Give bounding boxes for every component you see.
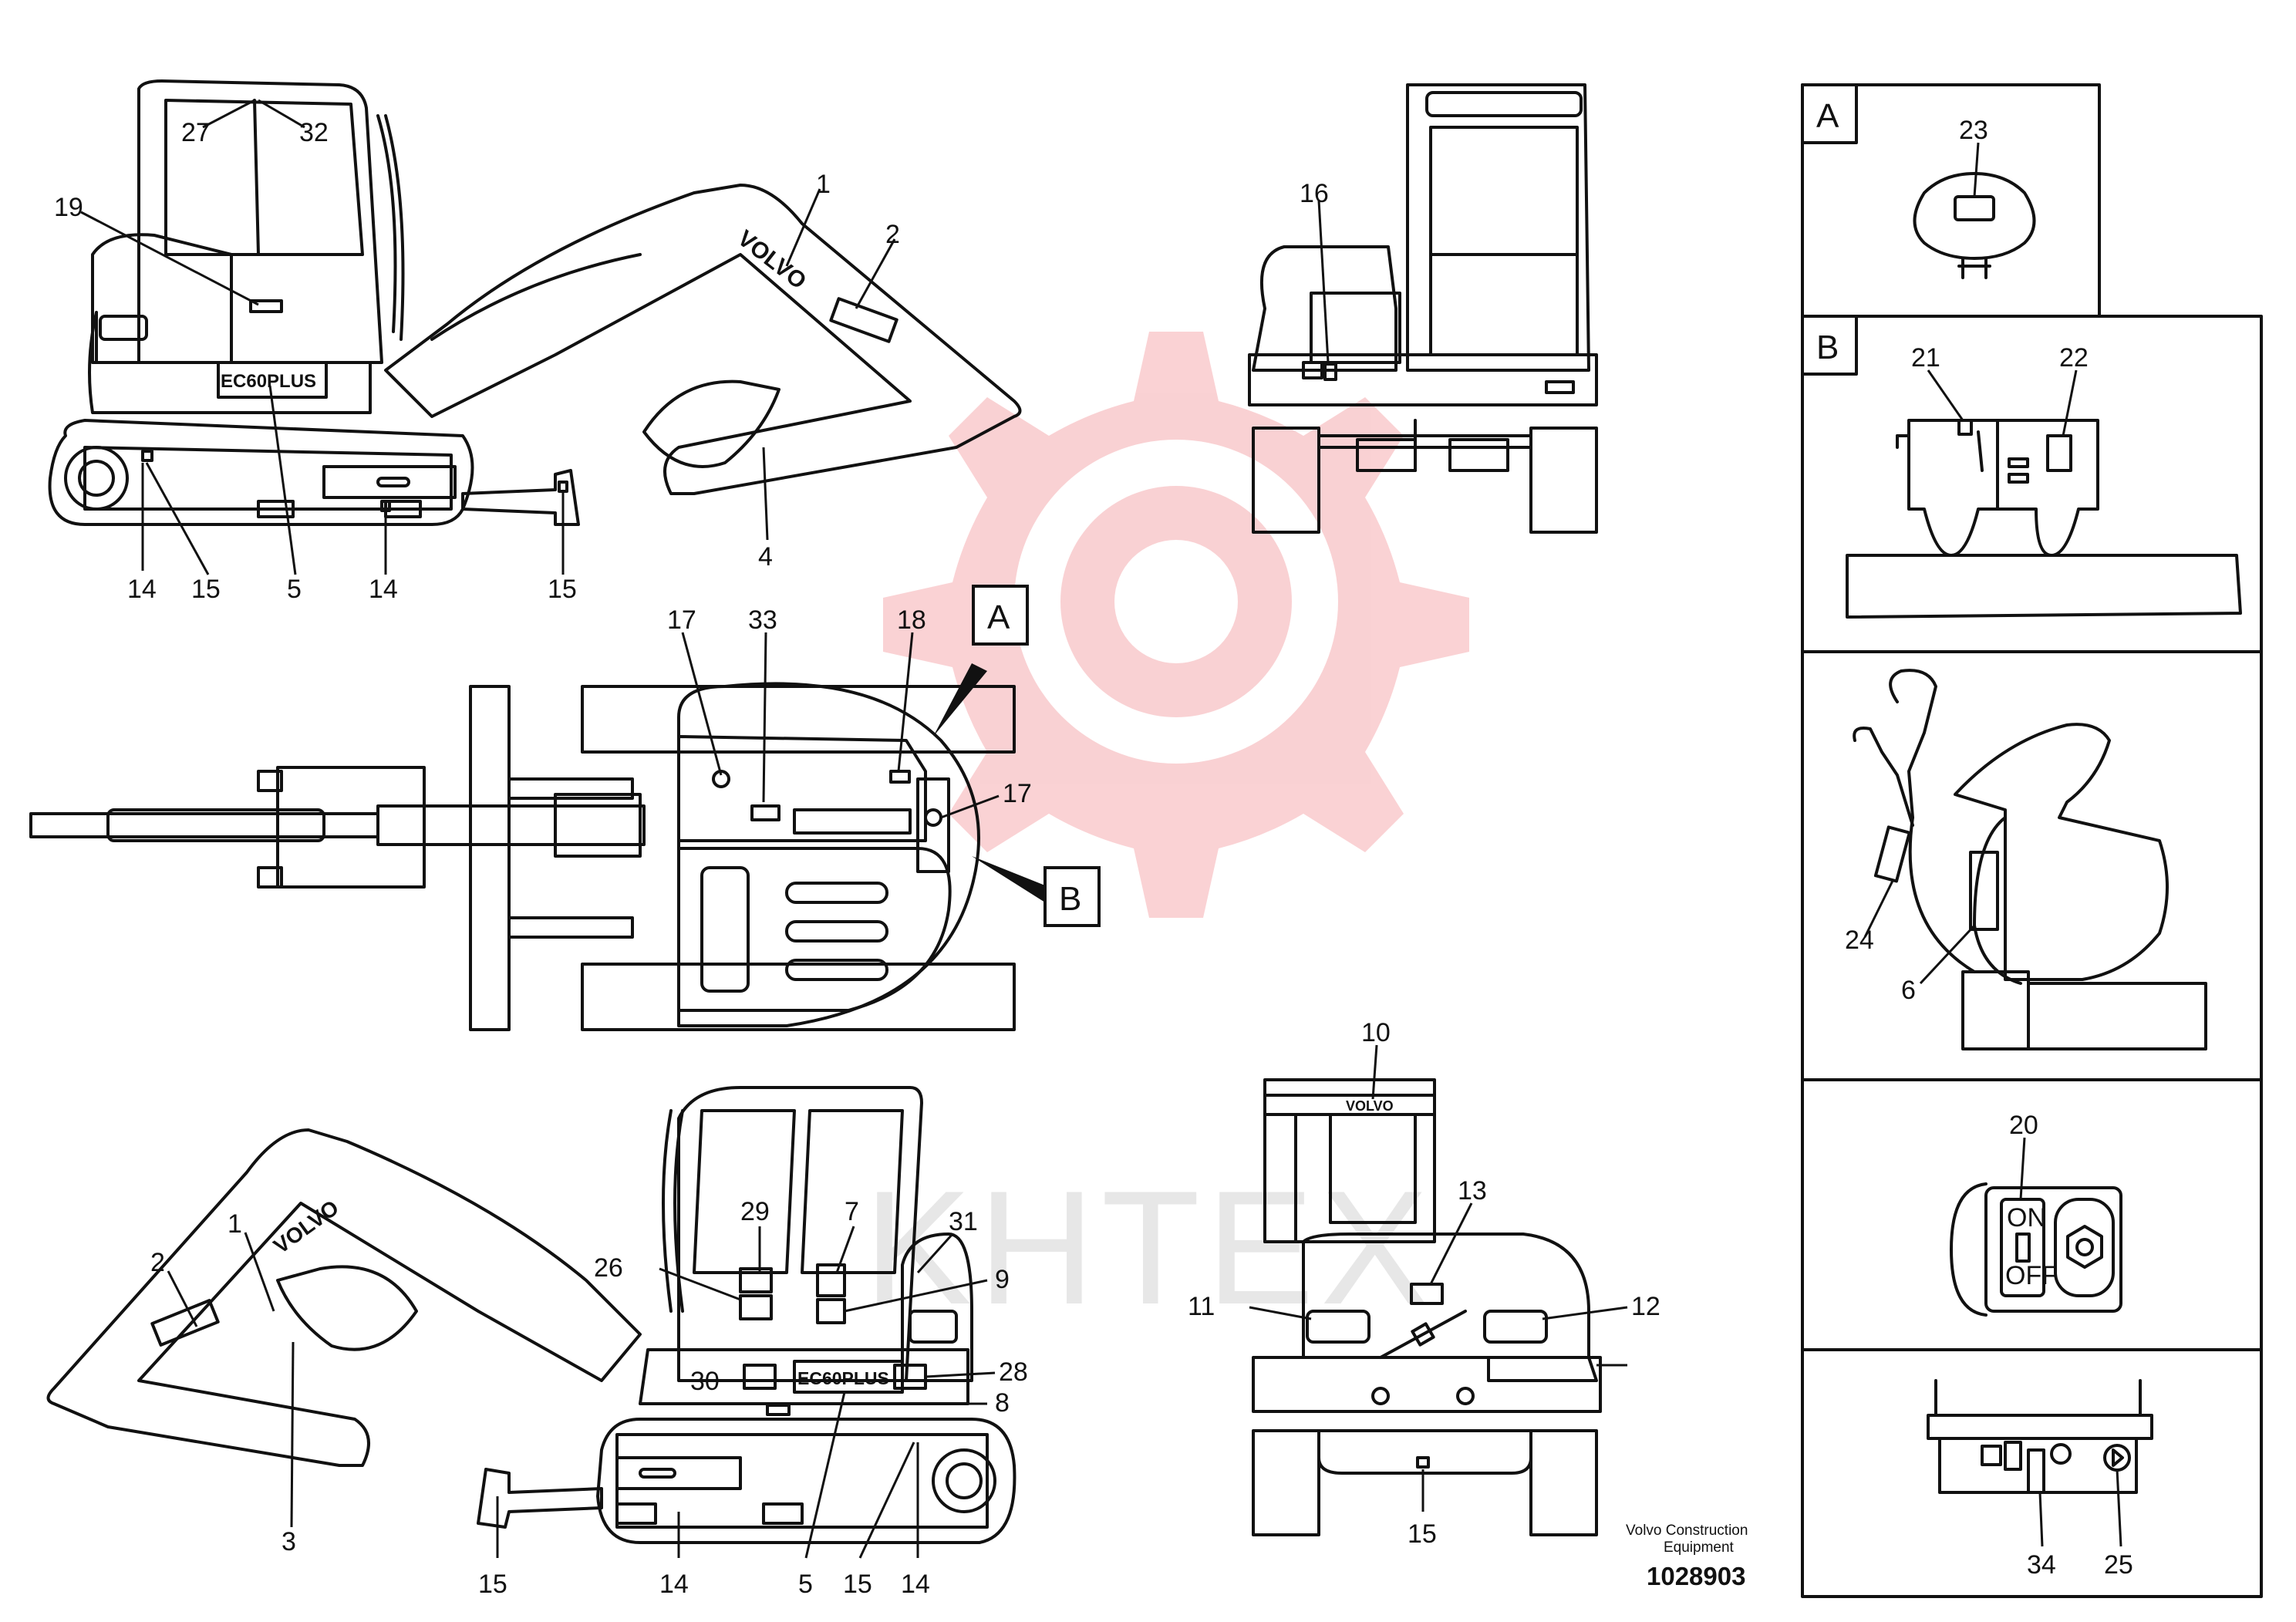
callout-22: 22 bbox=[2059, 343, 2089, 373]
callout-10: 10 bbox=[1361, 1018, 1391, 1047]
pointer-label-b: B bbox=[1059, 880, 1081, 918]
callout-30: 30 bbox=[690, 1367, 720, 1396]
callout-20: 20 bbox=[2009, 1111, 2038, 1140]
side-view-right: EC60PLUS VOLVO bbox=[46, 1086, 1017, 1544]
callout-23: 23 bbox=[1959, 116, 1988, 145]
callout-16: 16 bbox=[1300, 179, 1329, 208]
callout-18: 18 bbox=[897, 605, 926, 635]
callout-15: 15 bbox=[1408, 1519, 1437, 1549]
leaders-side-left bbox=[80, 99, 896, 575]
callout-6: 6 bbox=[1901, 976, 1916, 1005]
callout-2: 2 bbox=[885, 220, 900, 249]
watermark-gear-icon bbox=[883, 332, 1469, 918]
detail-panel-a: A 23 bbox=[1801, 83, 2101, 318]
callout-28: 28 bbox=[999, 1357, 1028, 1387]
detail-panel-valve: 34 25 bbox=[1801, 1348, 2263, 1598]
callout-17: 17 bbox=[667, 605, 696, 635]
callout-29: 29 bbox=[740, 1197, 770, 1226]
callout-26: 26 bbox=[594, 1253, 623, 1283]
watermark-text: KHTEX bbox=[864, 1157, 1435, 1338]
pointer-label-a: A bbox=[987, 599, 1010, 636]
callout-21: 21 bbox=[1911, 343, 1940, 373]
footer-drawing-number: 1028903 bbox=[1647, 1562, 1745, 1590]
callout-15: 15 bbox=[548, 575, 577, 604]
callout-19: 19 bbox=[54, 193, 83, 222]
callout-4: 4 bbox=[758, 542, 773, 572]
leader-16 bbox=[1317, 200, 1330, 363]
callout-33: 33 bbox=[748, 605, 777, 635]
callout-5: 5 bbox=[287, 575, 302, 604]
toggle-switch-icon bbox=[2015, 1233, 2031, 1263]
side-view-left: EC60PLUS VOLVO bbox=[48, 79, 1022, 526]
callout-1: 1 bbox=[228, 1209, 242, 1239]
footer: Volvo Construction Equipment 1028903 bbox=[1626, 1523, 1748, 1590]
leaders-rear-view bbox=[1249, 1044, 1628, 1512]
callout-9: 9 bbox=[995, 1265, 1010, 1294]
callout-15: 15 bbox=[843, 1570, 872, 1599]
model-badge-right: EC60PLUS bbox=[797, 1368, 889, 1388]
rear-view-bottom: VOLVO bbox=[1252, 1078, 1602, 1536]
front-view-top bbox=[1248, 83, 1598, 534]
detail-panel-b: B 21 22 bbox=[1801, 315, 2263, 653]
callout-15: 15 bbox=[191, 575, 221, 604]
callout-31: 31 bbox=[949, 1207, 978, 1236]
callout-5: 5 bbox=[798, 1570, 813, 1599]
leaders-top-view bbox=[681, 632, 1000, 819]
panel-label-a: A bbox=[1816, 97, 1839, 135]
callouts-side-left: 27 32 19 1 2 4 14 15 5 14 15 bbox=[54, 118, 900, 604]
callout-7: 7 bbox=[845, 1197, 859, 1226]
brand-text-rear: VOLVO bbox=[1346, 1098, 1394, 1114]
callout-2: 2 bbox=[150, 1248, 165, 1277]
callout-24: 24 bbox=[1845, 926, 1874, 955]
callout-27: 27 bbox=[181, 118, 211, 147]
switch-off-label: OFF bbox=[2005, 1261, 2058, 1290]
top-view-plan bbox=[29, 585, 1101, 1031]
callout-13: 13 bbox=[1458, 1176, 1487, 1206]
footer-company-line2: Equipment bbox=[1664, 1539, 1735, 1556]
callout-14: 14 bbox=[659, 1570, 689, 1599]
callout-34: 34 bbox=[2027, 1550, 2056, 1580]
callouts-side-right: 1 2 3 26 29 7 31 9 28 8 30 15 14 5 15 14 bbox=[150, 1197, 1028, 1599]
callout-14: 14 bbox=[901, 1570, 930, 1599]
callout-14: 14 bbox=[127, 575, 157, 604]
detail-panel-seat: 24 6 bbox=[1801, 650, 2263, 1081]
callout-11: 11 bbox=[1188, 1292, 1215, 1321]
callouts-rear-view: 10 13 11 12 15 bbox=[1188, 1018, 1660, 1549]
callout-15: 15 bbox=[478, 1570, 507, 1599]
callout-3: 3 bbox=[282, 1527, 296, 1556]
key-icon bbox=[1913, 172, 2036, 260]
panel-label-b: B bbox=[1816, 329, 1839, 366]
callout-1: 1 bbox=[816, 170, 831, 199]
callout-14: 14 bbox=[369, 575, 398, 604]
callout-17: 17 bbox=[1003, 779, 1032, 808]
detail-panel-switch: ON OFF 20 bbox=[1801, 1078, 2263, 1351]
leaders-side-right bbox=[167, 1226, 996, 1559]
switch-on-label: ON bbox=[2007, 1203, 2046, 1233]
callout-12: 12 bbox=[1631, 1292, 1660, 1321]
callout-25: 25 bbox=[2104, 1550, 2133, 1580]
footer-company-line1: Volvo Construction bbox=[1626, 1523, 1748, 1539]
callouts-top-view: 17 33 18 17 A B bbox=[667, 599, 1081, 918]
callout-32: 32 bbox=[299, 118, 329, 147]
callout-8: 8 bbox=[995, 1388, 1010, 1418]
model-badge-left: EC60PLUS bbox=[221, 371, 316, 392]
